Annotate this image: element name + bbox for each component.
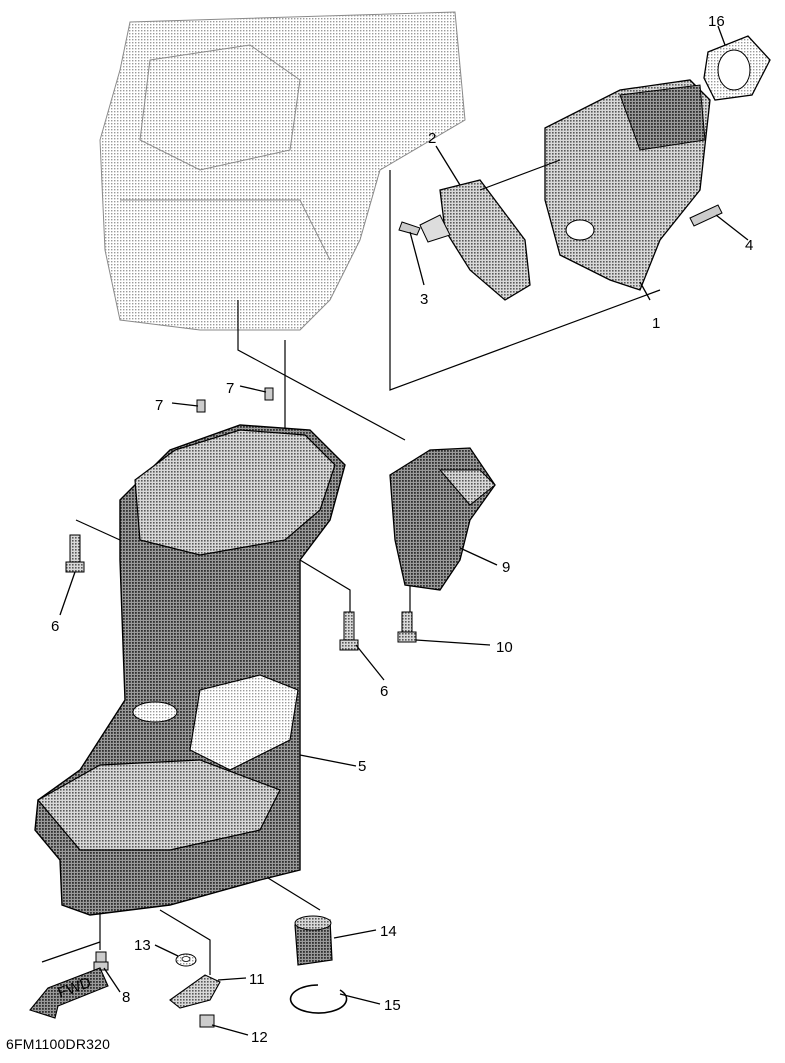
callout-6a: 6 bbox=[51, 618, 59, 635]
callout-12: 12 bbox=[251, 1029, 268, 1046]
upper-casing-5 bbox=[34, 424, 346, 916]
callout-7b: 7 bbox=[226, 380, 234, 397]
callout-7a: 7 bbox=[155, 397, 163, 414]
bolt-6b bbox=[339, 611, 359, 651]
callout-13: 13 bbox=[134, 937, 151, 954]
bolt-8 bbox=[93, 951, 109, 971]
plate-11 bbox=[169, 974, 221, 1009]
callout-3: 3 bbox=[420, 291, 428, 308]
circlip-15 bbox=[289, 984, 348, 1014]
callout-labels: 1 2 3 4 5 6 6 7 7 8 9 10 11 12 13 14 15 … bbox=[51, 13, 753, 1046]
callout-14: 14 bbox=[380, 923, 397, 940]
engine-block-ghost bbox=[99, 11, 466, 331]
callout-4: 4 bbox=[745, 237, 753, 254]
leader-lines bbox=[59, 25, 749, 1036]
drawing-code: 6FM1100DR320 bbox=[6, 1036, 111, 1052]
dowel-pin-7a bbox=[196, 399, 206, 413]
callout-6b: 6 bbox=[380, 683, 388, 700]
grommet-16 bbox=[703, 35, 771, 101]
bracket-assembly-1 bbox=[544, 79, 711, 291]
callout-16: 16 bbox=[708, 13, 725, 30]
bolt-6a bbox=[65, 534, 85, 573]
forward-direction-arrow: FWD bbox=[29, 967, 109, 1019]
dowel-pin-7b bbox=[264, 387, 274, 401]
callout-2: 2 bbox=[428, 130, 436, 147]
callout-11: 11 bbox=[249, 971, 265, 988]
bolt-4 bbox=[689, 204, 723, 227]
bolt-10 bbox=[397, 611, 417, 643]
callout-10: 10 bbox=[496, 639, 513, 656]
washer-13 bbox=[175, 953, 197, 967]
bolt-12 bbox=[199, 1014, 215, 1028]
callout-5: 5 bbox=[358, 758, 366, 775]
callout-15: 15 bbox=[384, 997, 401, 1014]
bushing-14 bbox=[294, 915, 333, 966]
mount-bracket-2 bbox=[419, 179, 531, 301]
callout-9: 9 bbox=[502, 559, 510, 576]
callout-8: 8 bbox=[122, 989, 130, 1006]
bolt-3 bbox=[398, 221, 421, 236]
lower-guide-line bbox=[41, 941, 101, 963]
callout-1: 1 bbox=[652, 315, 660, 332]
side-bracket-9 bbox=[389, 447, 496, 591]
